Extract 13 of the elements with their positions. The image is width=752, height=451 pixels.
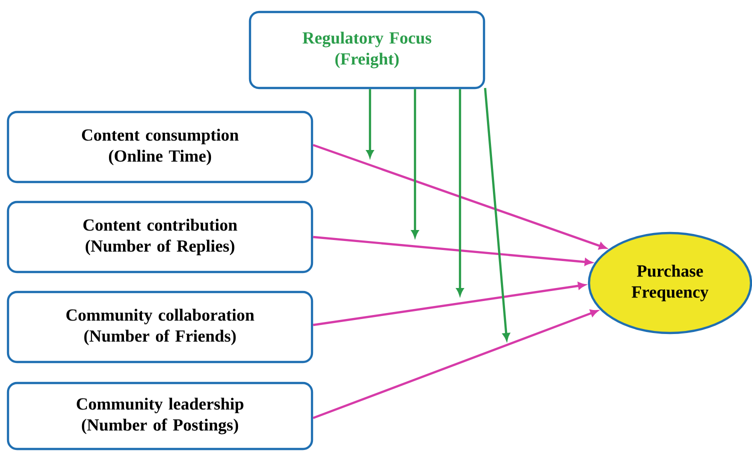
arrow xyxy=(411,89,419,238)
variable-box: Regulatory Focus (Freight) xyxy=(248,10,486,90)
arrow xyxy=(313,236,592,266)
arrow xyxy=(312,144,606,250)
arrow xyxy=(312,310,598,420)
arrow xyxy=(484,88,510,341)
arrow xyxy=(312,282,586,326)
variable-box: Content consumption (Online Time) xyxy=(6,110,314,184)
variable-box: Community collaboration (Number of Friends) xyxy=(6,290,314,364)
arrow xyxy=(456,89,464,296)
variable-box: Content contribution (Number of Replies) xyxy=(6,200,314,274)
variable-box: Community leadership (Number of Postings) xyxy=(6,382,314,450)
arrow xyxy=(366,89,374,158)
